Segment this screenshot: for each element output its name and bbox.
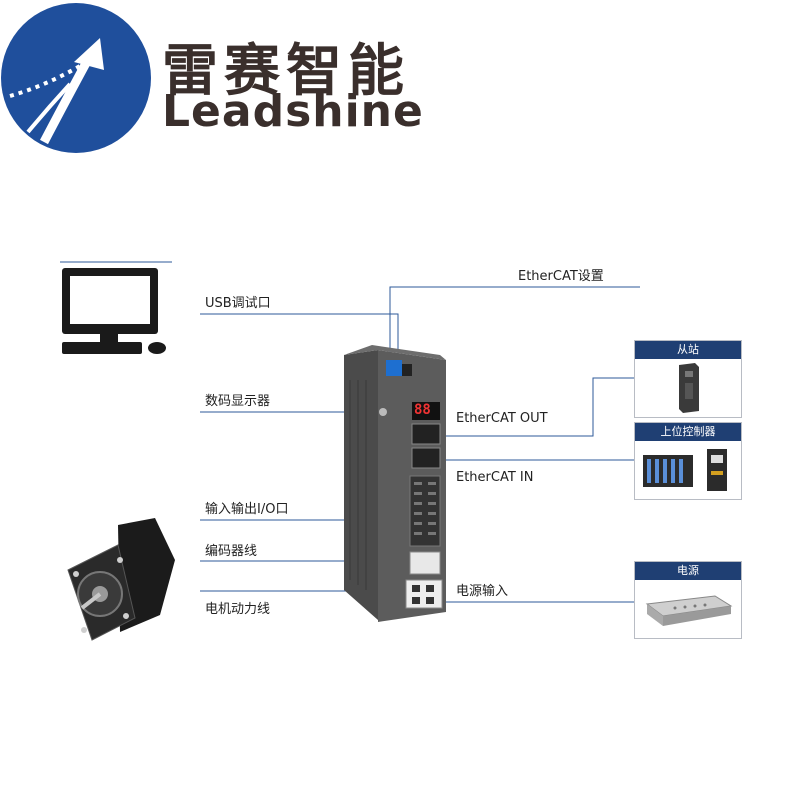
logo-english-name: Leadshine bbox=[162, 86, 424, 137]
host-controller-box-title: 上位控制器 bbox=[635, 423, 741, 441]
digital-display-label: 数码显示器 bbox=[205, 394, 271, 409]
ethercat-setting-line bbox=[389, 286, 640, 368]
ethercat-setting-label: EtherCAT设置 bbox=[518, 269, 604, 284]
leadshine-emblem-icon bbox=[1, 3, 151, 153]
usb-port-label: USB调试口 bbox=[205, 296, 271, 311]
plc-controller-icon bbox=[643, 449, 727, 491]
motor-power-cable-label: 电机动力线 bbox=[205, 602, 271, 617]
slave-box-title: 从站 bbox=[635, 341, 741, 359]
slave-drive-icon bbox=[679, 363, 699, 413]
power-supply-box-title: 电源 bbox=[635, 562, 741, 580]
display-digits: 88 bbox=[414, 402, 431, 418]
encoder-cable-label: 编码器线 bbox=[205, 544, 258, 559]
logo-chinese-name: 雷赛智能 bbox=[162, 39, 410, 104]
ethercat-in-label: EtherCAT IN bbox=[456, 470, 534, 485]
ethercat-out-label: EtherCAT OUT bbox=[456, 411, 548, 426]
ethercat-out-line bbox=[430, 377, 634, 437]
power-input-label: 电源输入 bbox=[456, 584, 509, 599]
power-supply-icon bbox=[645, 595, 733, 626]
io-port-label: 输入输出I/O口 bbox=[205, 502, 289, 517]
power-supply-box: 电源 bbox=[634, 561, 742, 639]
slave-box: 从站 bbox=[634, 340, 742, 418]
host-controller-box: 上位控制器 bbox=[634, 422, 742, 500]
